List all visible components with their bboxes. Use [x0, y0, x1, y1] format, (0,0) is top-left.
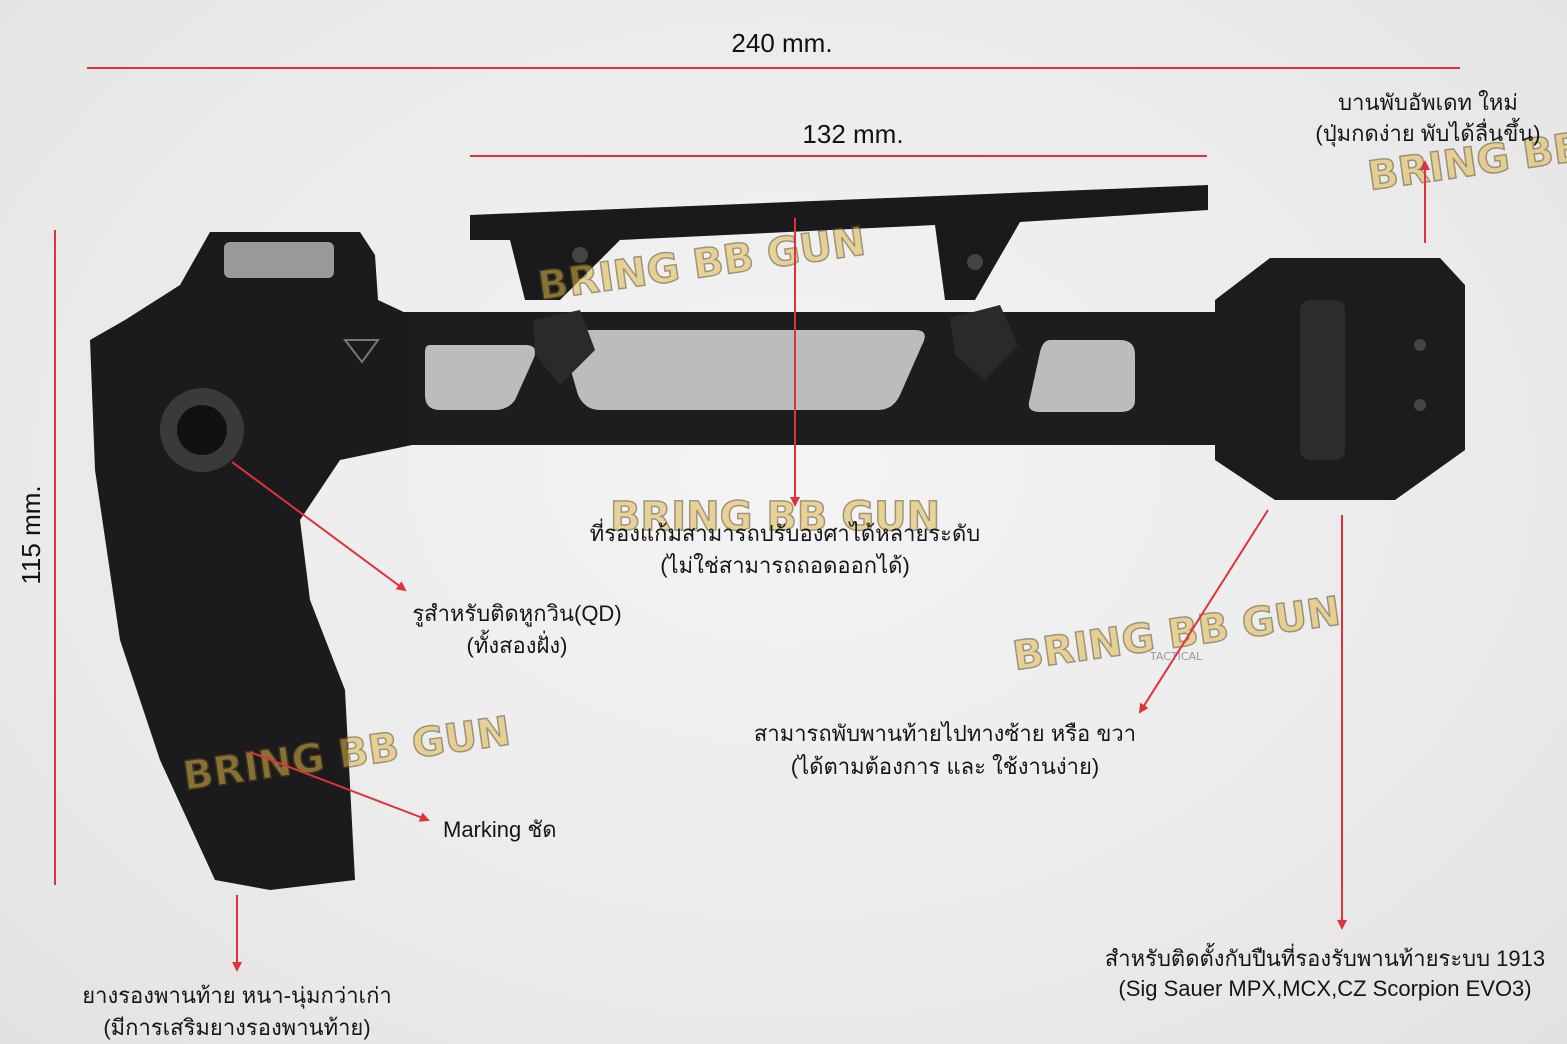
stock-butt	[90, 232, 412, 890]
cheek-adjust-knob-right	[950, 305, 1018, 380]
callout-text: ที่รองแก้มสามารถปรับองศาได้หลายระดับ	[590, 518, 981, 546]
knurled-button	[224, 242, 334, 278]
watermark-text: BRING BB GUN	[610, 494, 940, 540]
callout-butt-pad: ยางรองพานท้าย หนา-นุ่มกว่าเก่า (มีการเสร…	[82, 895, 392, 1040]
watermark-text: BRING BB GUN	[1010, 588, 1343, 679]
dimension-label: 115 mm.	[16, 485, 46, 584]
callout-mount: สำหรับติดตั้งกับปืนที่รองรับพานท้ายระบบ …	[1105, 515, 1545, 1001]
callout-hinge: บานพับอัพเดท ใหม่ (ปุ่มกดง่าย พับได้ลื่น…	[1315, 90, 1541, 243]
callout-folding: สามารถพับพานท้ายไปทางซ้าย หรือ ขวา (ได้ต…	[754, 509, 1269, 779]
dimension-total-length: 240 mm.	[87, 28, 1460, 69]
callout-text: บานพับอัพเดท ใหม่	[1338, 90, 1518, 115]
callout-text: (ทั้งสองฝั่ง)	[467, 630, 568, 658]
bar-cutouts	[425, 330, 1135, 412]
callout-text: Marking ชัด	[443, 817, 557, 842]
callout-text: สามารถพับพานท้ายไปทางซ้าย หรือ ขวา	[754, 721, 1136, 746]
callout-text: ยางรองพานท้าย หนา-นุ่มกว่าเก่า	[82, 983, 392, 1009]
callout-text: สำหรับติดตั้งกับปืนที่รองรับพานท้ายระบบ …	[1105, 943, 1545, 971]
callout-text: (Sig Sauer MPX,MCX,CZ Scorpion EVO3)	[1118, 976, 1531, 1001]
dimension-label: 132 mm.	[802, 119, 903, 149]
callout-text: (ได้ตามต้องการ และ ใช้งานง่าย)	[791, 754, 1099, 779]
callout-cheek-rest: ที่รองแก้มสามารถปรับองศาได้หลายระดับ (ไม…	[590, 218, 981, 578]
callout-text: (ไม่ใช่สามารถถอดออกได้)	[660, 553, 910, 578]
dimension-height: 115 mm.	[16, 230, 56, 885]
cheek-adjust-knob-left	[533, 310, 595, 385]
callout-text: (มีการเสริมยางรองพานท้าย)	[103, 1015, 370, 1040]
dimension-cheek-rest-length: 132 mm.	[470, 119, 1207, 157]
callout-text: (ปุ่มกดง่าย พับได้ลื่นขึ้น)	[1315, 118, 1540, 147]
folding-stock-product	[90, 185, 1465, 890]
dimension-label: 240 mm.	[731, 28, 832, 58]
callout-marking: Marking ชัด	[249, 751, 557, 842]
cheek-rest	[470, 185, 1208, 300]
callout-text: รูสำหรับติดหูกวิน(QD)	[412, 601, 621, 627]
callout-qd-hole: รูสำหรับติดหูกวิน(QD) (ทั้งสองฝั่ง)	[231, 461, 622, 658]
